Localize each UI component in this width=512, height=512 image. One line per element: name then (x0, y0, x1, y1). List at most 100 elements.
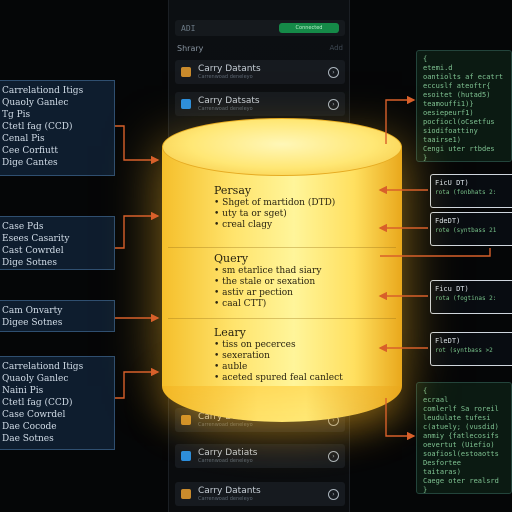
database-section: Query sm etarlice thad siary the stale o… (214, 252, 384, 310)
section-item: aceted spured feal canlect (214, 373, 384, 384)
info-box: Carrelationd Itigs Quaoly Ganlec Naini P… (0, 356, 115, 450)
code-line: } (423, 154, 428, 162)
code-line: comlerlf Sa roreil (423, 405, 499, 413)
app-title: ADI (181, 23, 196, 33)
list-item[interactable]: Carry Datsats Carrenwoad deneleyo › (175, 92, 345, 116)
app-square-icon (181, 489, 191, 499)
chevron-right-icon[interactable]: › (328, 66, 339, 78)
code-line: { (423, 55, 428, 63)
info-line: Dige Sotnes (2, 258, 57, 268)
database-section: Persay Shget of martidon (DTD) uty ta or… (214, 184, 384, 231)
snippet-line: rot (syntbass >2 (435, 347, 493, 354)
code-line: esoitet (hutad5) (423, 91, 491, 99)
info-line: Cam Onvarty (2, 306, 63, 316)
chevron-right-icon[interactable]: › (328, 450, 339, 462)
app-square-icon (181, 415, 191, 425)
snippet-line: rota (fonbhats 2: (435, 189, 497, 196)
info-line: Carrelationd Itigs (2, 86, 84, 96)
snippet-line: rote (syntbass 21 (435, 227, 497, 234)
info-box: Carrelationd Itigs Quaoly Ganlec Tg Pis … (0, 80, 115, 176)
list-item-subtitle: Carrenwoad deneleyo (198, 422, 253, 428)
info-line: Quaoly Ganlec (2, 98, 69, 108)
chevron-right-icon[interactable]: › (328, 488, 339, 500)
section-title: Leary (214, 326, 246, 339)
list-item-title: Carry Datsats (198, 96, 260, 106)
code-line: Desfortee (423, 459, 461, 467)
section-item: caal CTT) (214, 299, 384, 310)
code-line: siodifoattiny (423, 127, 478, 135)
code-box: { etemi.d oantiolts af ecatrt eccuslf at… (416, 50, 512, 162)
section-item: astiv ar pection (214, 288, 384, 299)
info-line: Carrelationd Itigs (2, 362, 84, 372)
code-line: soafiosl(estoaotts (423, 450, 499, 458)
snippet-box: FdeDT) rote (syntbass 21 (430, 212, 512, 246)
code-line: taitaras) (423, 468, 461, 476)
section-item: the stale or sexation (214, 277, 384, 288)
info-line: Cenal Pis (2, 134, 45, 144)
snippet-title: FleDT) (435, 337, 461, 345)
list-item[interactable]: Carry Datants Carrenwoad deneleyo › (175, 60, 345, 84)
section-label: Shrary (177, 43, 204, 53)
connector-arrow (115, 125, 160, 165)
section-item: tiss on pecerces (214, 340, 384, 351)
info-line: Naini Pis (2, 386, 44, 396)
code-line: oesiepeurf1) (423, 109, 474, 117)
code-line: } (423, 486, 428, 494)
section-item: sm etarlice thad siary (214, 266, 384, 277)
add-link[interactable]: Add (329, 44, 343, 52)
snippet-line: rota (fogtinas 2: (435, 295, 497, 302)
status-button[interactable]: Connected (279, 23, 339, 33)
info-line: Ctetl fag (CCD) (2, 122, 73, 132)
chevron-right-icon[interactable]: › (328, 98, 339, 110)
section-title: Persay (214, 184, 252, 197)
code-line: teamouffi1)} (423, 100, 474, 108)
app-square-icon (181, 67, 191, 77)
list-item-subtitle: Carrenwoad deneleyo (198, 496, 253, 502)
info-line: Cast Cowrdel (2, 246, 64, 256)
info-line: Dige Cantes (2, 158, 58, 168)
connector-arrow (385, 398, 416, 441)
list-item-subtitle: Carrenwoad deneleyo (198, 74, 253, 80)
list-item[interactable]: Carry Datiats Carrenwoad deneleyo › (175, 444, 345, 468)
code-line: taairse1) (423, 136, 461, 144)
connector-arrow (115, 211, 160, 249)
info-line: Digee Sotnes (2, 318, 63, 328)
info-line: Dae Sotnes (2, 434, 54, 444)
list-item-subtitle: Carrenwoad deneleyo (198, 458, 253, 464)
code-line: oantiolts af ecatrt (423, 73, 504, 81)
section-item: sexeration (214, 351, 384, 362)
info-line: Cee Corfiutt (2, 146, 59, 156)
code-line: eccuslf ateoftr{ (423, 82, 491, 90)
snippet-title: FicU DT) (435, 179, 469, 187)
info-line: Ctetl fag (CCD) (2, 398, 73, 408)
code-line: c(atuely; (vusdid) (423, 423, 499, 431)
info-line: Quaoly Ganlec (2, 374, 69, 384)
section-item: creal clagy (214, 220, 384, 231)
info-line: Case Cowrdel (2, 410, 66, 420)
list-item-title: Carry Datiats (198, 448, 258, 458)
code-line: Cengi uter rtbdes (423, 145, 495, 153)
database-cylinder-top (162, 118, 402, 176)
section-item: uty ta or sget) (214, 209, 384, 220)
list-item-subtitle: Carrenwoad deneleyo (198, 106, 253, 112)
app-topbar: ADI Connected (175, 20, 345, 36)
code-line: etemi.d (423, 64, 453, 72)
list-item[interactable]: Carry Datants Carrenwoad deneleyo › (175, 482, 345, 506)
info-line: Case Pds (2, 222, 44, 232)
code-line: { (423, 387, 428, 395)
snippet-box: FicU DT) rota (fonbhats 2: (430, 174, 512, 208)
info-line: Tg Pis (2, 110, 31, 120)
section-title: Query (214, 252, 249, 265)
snippet-title: FdeDT) (435, 217, 461, 225)
section-header: Shrary Add (177, 42, 343, 54)
snippet-title: Ficu DT) (435, 285, 469, 293)
snippet-box: FleDT) rot (syntbass >2 (430, 332, 512, 366)
code-line: Caege oter realsrd (423, 477, 499, 485)
info-line: Esees Casarity (2, 234, 70, 244)
section-item: Shget of martidon (DTD) (214, 198, 384, 209)
list-item-title: Carry Datants (198, 64, 261, 74)
divider (168, 247, 396, 248)
connector-arrow (115, 367, 160, 399)
code-line: ecraal (423, 396, 449, 404)
code-line: oevertut (Uiefio) (423, 441, 495, 449)
